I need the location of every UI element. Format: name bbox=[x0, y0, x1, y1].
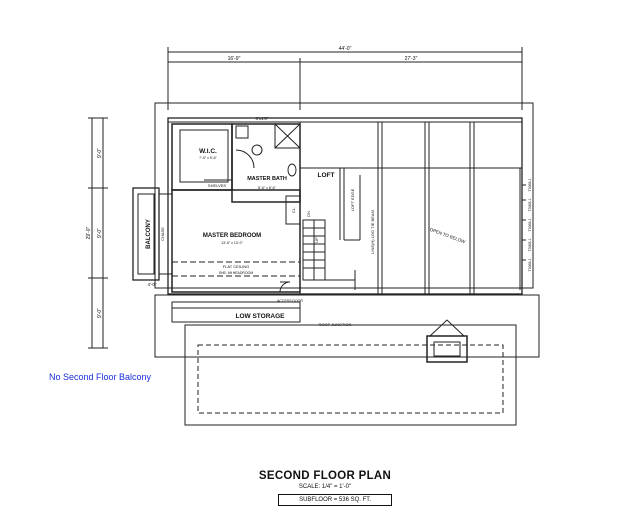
label-dn: DN bbox=[306, 211, 311, 217]
dim-side-upper: 9'-0" bbox=[97, 148, 103, 158]
dim-side-total: 29'-0" bbox=[86, 226, 92, 239]
dim-closet: 3'x1'8" bbox=[255, 116, 268, 121]
label-master-bedroom: MASTER BEDROOM bbox=[203, 233, 261, 239]
label-loft: LOFT bbox=[318, 172, 335, 179]
label-master-bath-size: 8'-6" x 8'-6" bbox=[258, 186, 276, 190]
balcony-note: No Second Floor Balcony bbox=[49, 372, 152, 382]
label-closet: CL. bbox=[291, 207, 296, 213]
label-wic: W.I.C. bbox=[199, 148, 217, 155]
label-low-storage: LOW STORAGE bbox=[236, 313, 286, 320]
dim-side-lower: 9'-0" bbox=[97, 308, 103, 318]
label-flat-ceiling: FLAT CEILING bbox=[223, 264, 250, 269]
dim-right: 27'-3" bbox=[405, 56, 418, 62]
subfloor-area: SUBFLOOR = 536 SQ. FT. bbox=[278, 494, 392, 506]
label-master-bath: MASTER BATH bbox=[247, 176, 287, 182]
label-shelves: SHELVES bbox=[208, 183, 226, 188]
label-access-door: ACCESS DOOR bbox=[277, 299, 303, 303]
label-up: UP bbox=[314, 237, 319, 243]
window-tag: T3068-1 bbox=[528, 218, 532, 231]
plan-title: SECOND FLOOR PLAN bbox=[258, 470, 392, 482]
plan-scale: SCALE: 1/4" = 1'-0" bbox=[298, 484, 352, 490]
label-balcony: BALCONY bbox=[146, 219, 152, 249]
label-chase: CHASE bbox=[160, 227, 165, 241]
dim-left: 16'-9" bbox=[228, 56, 241, 62]
window-tag: T3068-1 bbox=[528, 178, 532, 191]
window-tag: T3068-1 bbox=[528, 238, 532, 251]
label-master-bedroom-size: 13'-6" x 13'-0" bbox=[221, 241, 243, 245]
dim-overall: 44'-0" bbox=[339, 46, 352, 52]
label-roof-junction: ROOF JUNCTION bbox=[319, 322, 352, 327]
label-open-to-below: OPEN TO BELOW bbox=[429, 227, 467, 245]
label-flat-ceiling-note: SHE: 6ft HEADROOM bbox=[219, 271, 254, 275]
label-lineup-beam: LINE(H) LOG TIE BEAM bbox=[370, 210, 375, 254]
window-tag: T3068-1 bbox=[528, 258, 532, 271]
dim-balcony-depth: 4'-0" bbox=[148, 282, 157, 287]
label-wic-size: 7'-6" x 5'-6" bbox=[199, 156, 217, 160]
window-tag: T3068-1 bbox=[528, 198, 532, 211]
dim-side-mid: 9'-0" bbox=[97, 228, 103, 238]
label-loft-edge: LOFT EDGE bbox=[350, 188, 355, 211]
